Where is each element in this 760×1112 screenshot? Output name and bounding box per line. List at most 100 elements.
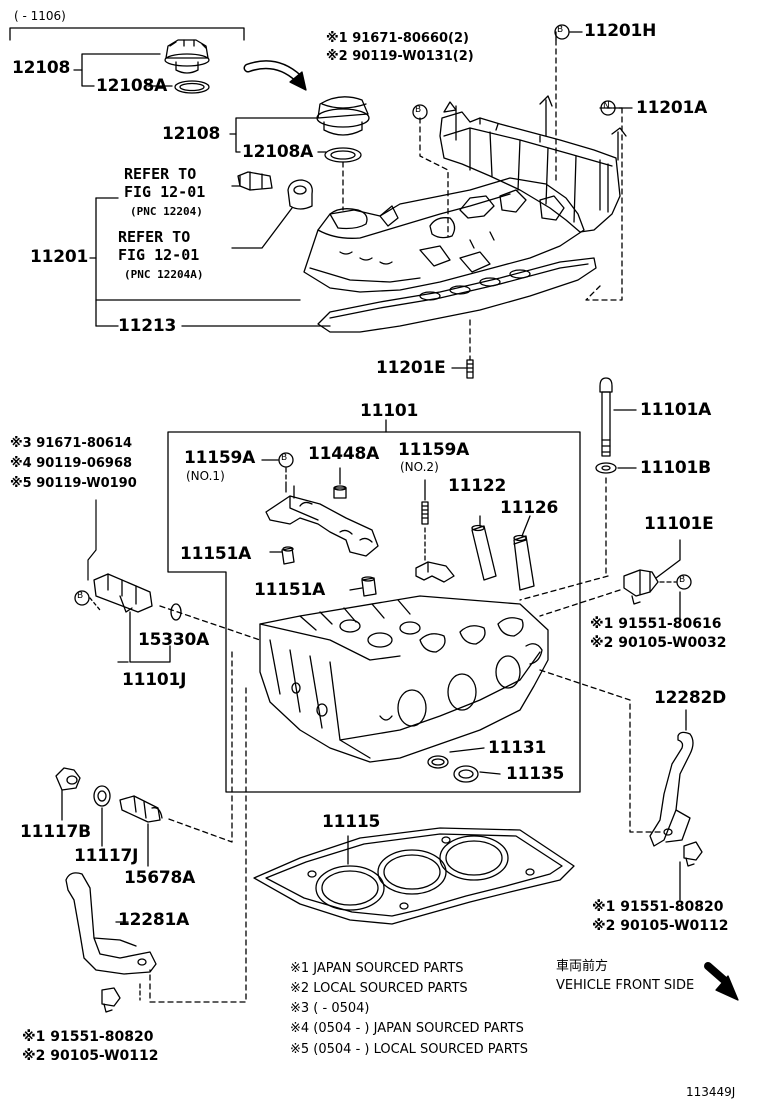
stud-bolt-11201E xyxy=(466,359,474,379)
label-11151A-1: 11151A xyxy=(180,544,252,564)
label-11213: 11213 xyxy=(118,316,177,336)
seal-11135 xyxy=(453,765,479,783)
label-11101B: 11101B xyxy=(640,458,711,478)
label-11201: 11201 xyxy=(30,247,89,267)
camshaft-bearing-cap-no1 xyxy=(265,481,379,557)
cover-bolt-note1: ※1 91671-80660(2) xyxy=(326,31,469,46)
head-gasket-11115 xyxy=(253,827,575,925)
figure-id: 113449J xyxy=(686,1085,736,1099)
head-cover-gasket xyxy=(317,257,597,333)
vehicle-front-arrow xyxy=(704,962,739,1001)
seal-11131 xyxy=(427,755,449,769)
head-bolt-11101A xyxy=(599,377,613,457)
washer-11101B xyxy=(595,462,617,474)
legend-row3: ※3 ( - 0504) xyxy=(290,1001,370,1016)
gasket-large xyxy=(324,147,362,163)
sensor-note1: ※1 91551-80616 xyxy=(590,616,722,632)
oil-control-valve xyxy=(93,573,153,613)
label-11101J: 11101J xyxy=(122,670,187,690)
cover-bolt-note2: ※2 90119-W0131(2) xyxy=(326,49,474,64)
label-11101: 11101 xyxy=(360,401,419,421)
stud-no2 xyxy=(421,501,429,525)
label-12281A: 12281A xyxy=(118,910,190,930)
marker-b-letter-top: B xyxy=(557,25,564,35)
union-15678A xyxy=(119,795,163,823)
label-15330A: 15330A xyxy=(138,630,210,650)
legend-row2: ※2 LOCAL SOURCED PARTS xyxy=(290,981,468,996)
oil-filler-cap-large xyxy=(316,96,370,136)
hook-right-note2: ※2 90105-W0112 xyxy=(592,918,729,934)
label-15678A: 15678A xyxy=(124,868,196,888)
marker-b-letter-ocv: B xyxy=(77,591,84,601)
engine-hanger-12282D xyxy=(649,731,694,847)
cam-sensor xyxy=(623,569,659,605)
marker-b-letter-sensor: B xyxy=(679,575,686,585)
label-11115: 11115 xyxy=(322,812,381,832)
label-11201H: 11201H xyxy=(584,21,657,41)
label-11159A-no2: 11159A xyxy=(398,440,470,460)
cylinder-head-cover xyxy=(303,177,585,293)
vehicle-front-jp: 車両前方 xyxy=(556,959,609,974)
label-11117B: 11117B xyxy=(20,822,91,842)
range-bracket xyxy=(9,27,245,41)
label-12108A-mid: 12108A xyxy=(242,142,314,162)
label-12108-mid: 12108 xyxy=(162,124,221,144)
legend-row1: ※1 JAPAN SOURCED PARTS xyxy=(290,961,464,976)
hook-left-note2: ※2 90105-W0112 xyxy=(22,1048,159,1064)
ocv-note4: ※4 90119-06968 xyxy=(10,456,133,471)
ocv-note3: ※3 91671-80614 xyxy=(10,436,133,451)
cylinder-head xyxy=(259,595,549,763)
valve-guide-11126 xyxy=(513,534,535,591)
circle-marker-b-ocv xyxy=(74,590,90,606)
circle-marker-b-11159 xyxy=(278,452,294,468)
circle-marker-b-cover xyxy=(412,104,428,120)
valve-guide-11122 xyxy=(471,524,497,581)
cap-range-label: ( - 1106) xyxy=(14,9,66,23)
refer1-line1: REFER TO xyxy=(124,165,197,183)
hook-left-note1: ※1 91551-80820 xyxy=(22,1029,154,1045)
marker-b-letter-11159: B xyxy=(281,453,288,463)
hanger-bolt-left xyxy=(101,987,121,1013)
label-12282D: 12282D xyxy=(654,688,727,708)
legend-row5: ※5 (0504 - ) LOCAL SOURCED PARTS xyxy=(290,1042,528,1057)
label-11201E: 11201E xyxy=(376,358,446,378)
label-11117J: 11117J xyxy=(74,846,139,866)
replacement-arrow xyxy=(243,60,307,91)
dowel-pin-11151A-2 xyxy=(361,576,377,597)
coil-cover xyxy=(439,95,627,233)
label-11159A-no1: 11159A xyxy=(184,448,256,468)
leader-12108-top xyxy=(73,53,161,71)
label-11131: 11131 xyxy=(488,738,547,758)
oil-filler-cap-small xyxy=(164,39,210,74)
vehicle-front-en: VEHICLE FRONT SIDE xyxy=(556,978,695,993)
engine-hanger-12281A xyxy=(65,872,157,975)
plug-11117B xyxy=(55,767,81,791)
dowel-pin-11151A-1 xyxy=(281,546,295,565)
label-12108-top: 12108 xyxy=(12,58,71,78)
circle-marker-b-sensor xyxy=(676,574,692,590)
gasket-11117J xyxy=(93,785,111,807)
leader-12108A-top xyxy=(81,69,95,87)
refer1-line2: FIG 12-01 xyxy=(124,183,206,201)
label-11101A: 11101A xyxy=(640,400,712,420)
hanger-bolt-right xyxy=(683,841,703,867)
marker-n-letter: N xyxy=(603,101,610,111)
pcv-grommet xyxy=(287,179,313,210)
refer2-line1: REFER TO xyxy=(118,228,191,246)
refer1-line3: (PNC 12204) xyxy=(130,205,203,218)
gasket-small xyxy=(174,80,210,94)
hook-right-note1: ※1 91551-80820 xyxy=(592,899,724,915)
label-11201A: 11201A xyxy=(636,98,708,118)
label-no2: (NO.2) xyxy=(400,460,439,474)
refer2-line2: FIG 12-01 xyxy=(118,246,200,264)
refer2-line3: (PNC 12204A) xyxy=(124,268,204,281)
marker-b-letter-cover: B xyxy=(415,105,422,115)
legend-row4: ※4 (0504 - ) JAPAN SOURCED PARTS xyxy=(290,1021,524,1036)
oring-15330A xyxy=(170,603,182,621)
label-11126: 11126 xyxy=(500,498,559,518)
label-11122: 11122 xyxy=(448,476,507,496)
label-no1: (NO.1) xyxy=(186,469,225,483)
cylinder-head-box xyxy=(167,431,581,793)
plug-11448A xyxy=(333,485,347,499)
